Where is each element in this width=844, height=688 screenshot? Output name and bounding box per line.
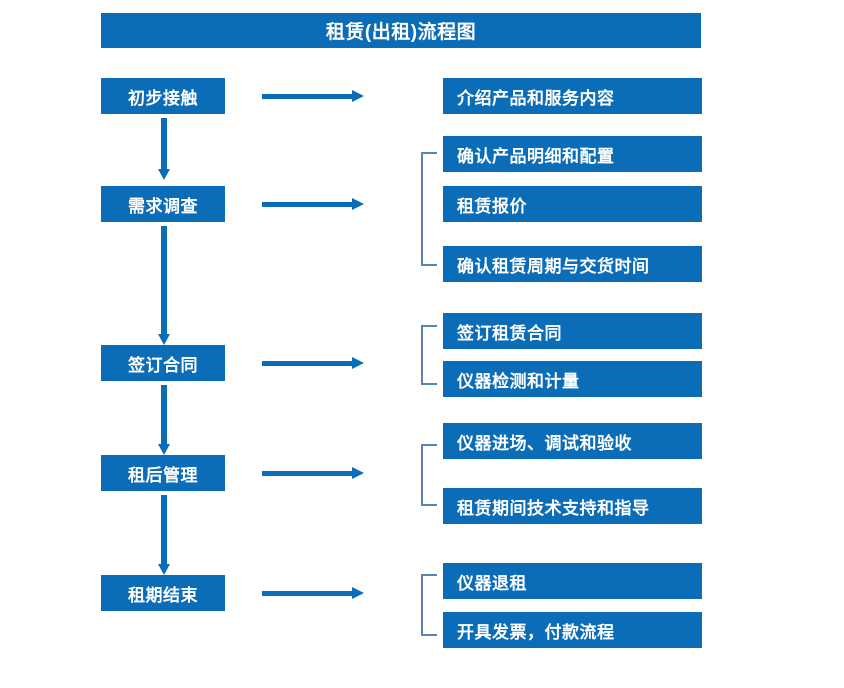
group-bracket-2 — [421, 152, 437, 266]
arrow-head — [158, 444, 170, 455]
arrow-head — [352, 357, 364, 369]
flow-arrow-stage-4-to-stage-5 — [158, 495, 170, 575]
flow-arrow-stage-5-to-details — [262, 587, 364, 599]
arrow-head — [158, 564, 170, 575]
stage-box-2[interactable]: 需求调查 — [101, 186, 225, 222]
stage-box-1[interactable]: 初步接触 — [101, 78, 225, 114]
arrow-head — [352, 90, 364, 102]
flow-arrow-stage-2-to-stage-3 — [158, 226, 170, 345]
arrow-shaft — [161, 495, 167, 564]
detail-box-2-1[interactable]: 确认产品明细和配置 — [443, 136, 702, 172]
arrow-shaft — [262, 202, 354, 207]
arrow-head — [158, 334, 170, 345]
arrow-shaft — [262, 471, 354, 476]
group-bracket-3 — [421, 325, 437, 385]
arrow-head — [352, 587, 364, 599]
detail-box-4-2[interactable]: 租赁期间技术支持和指导 — [443, 488, 702, 524]
detail-box-1-1[interactable]: 介绍产品和服务内容 — [443, 78, 702, 114]
group-bracket-4 — [421, 444, 437, 506]
arrow-head — [158, 169, 170, 180]
detail-box-4-1[interactable]: 仪器进场、调试和验收 — [443, 423, 702, 459]
arrow-shaft — [161, 226, 167, 334]
arrow-head — [352, 198, 364, 210]
arrow-shaft — [262, 94, 354, 99]
arrow-shaft — [262, 591, 354, 596]
flow-arrow-stage-3-to-details — [262, 357, 364, 369]
flow-arrow-stage-4-to-details — [262, 467, 364, 479]
flow-arrow-stage-1-to-details — [262, 90, 364, 102]
diagram-title: 租赁(出租)流程图 — [101, 13, 701, 48]
stage-box-3[interactable]: 签订合同 — [101, 345, 225, 381]
detail-box-3-1[interactable]: 签订租赁合同 — [443, 313, 702, 349]
detail-box-5-1[interactable]: 仪器退租 — [443, 563, 702, 599]
detail-box-2-2[interactable]: 租赁报价 — [443, 186, 702, 222]
stage-box-4[interactable]: 租后管理 — [101, 455, 225, 491]
detail-box-2-3[interactable]: 确认租赁周期与交货时间 — [443, 246, 702, 282]
arrow-shaft — [262, 361, 354, 366]
flow-arrow-stage-1-to-stage-2 — [158, 118, 170, 180]
flow-arrow-stage-2-to-details — [262, 198, 364, 210]
arrow-shaft — [161, 385, 167, 444]
stage-box-5[interactable]: 租期结束 — [101, 575, 225, 611]
arrow-head — [352, 467, 364, 479]
arrow-shaft — [161, 118, 167, 169]
flow-arrow-stage-3-to-stage-4 — [158, 385, 170, 455]
group-bracket-5 — [421, 574, 437, 636]
detail-box-5-2[interactable]: 开具发票，付款流程 — [443, 612, 702, 648]
detail-box-3-2[interactable]: 仪器检测和计量 — [443, 361, 702, 397]
